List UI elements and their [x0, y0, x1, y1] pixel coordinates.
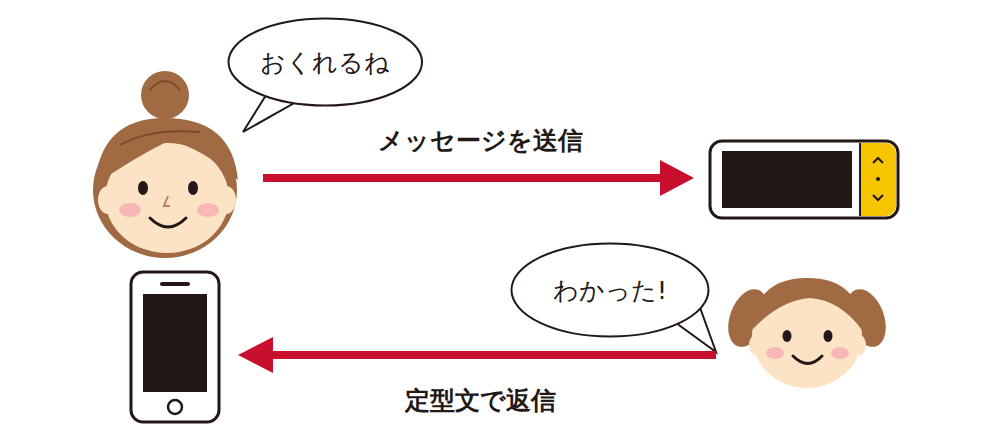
message-device [710, 141, 898, 218]
arrow-label: 定型文で返信 [401, 384, 560, 417]
speech-bubble: おくれるね [227, 17, 424, 107]
speech-bubble: わかった! [510, 242, 710, 338]
send-arrow [263, 160, 694, 196]
girl-figure [721, 278, 893, 388]
bubble-text: おくれるね [260, 46, 390, 79]
bubble-ellipse [512, 244, 709, 337]
bubble-ellipse [228, 19, 422, 106]
smartphone [131, 272, 219, 422]
reply-arrow [238, 337, 716, 373]
woman-figure [93, 71, 238, 258]
arrow-label: メッセージを送信 [374, 124, 587, 157]
bubble-text: わかった! [553, 274, 667, 307]
